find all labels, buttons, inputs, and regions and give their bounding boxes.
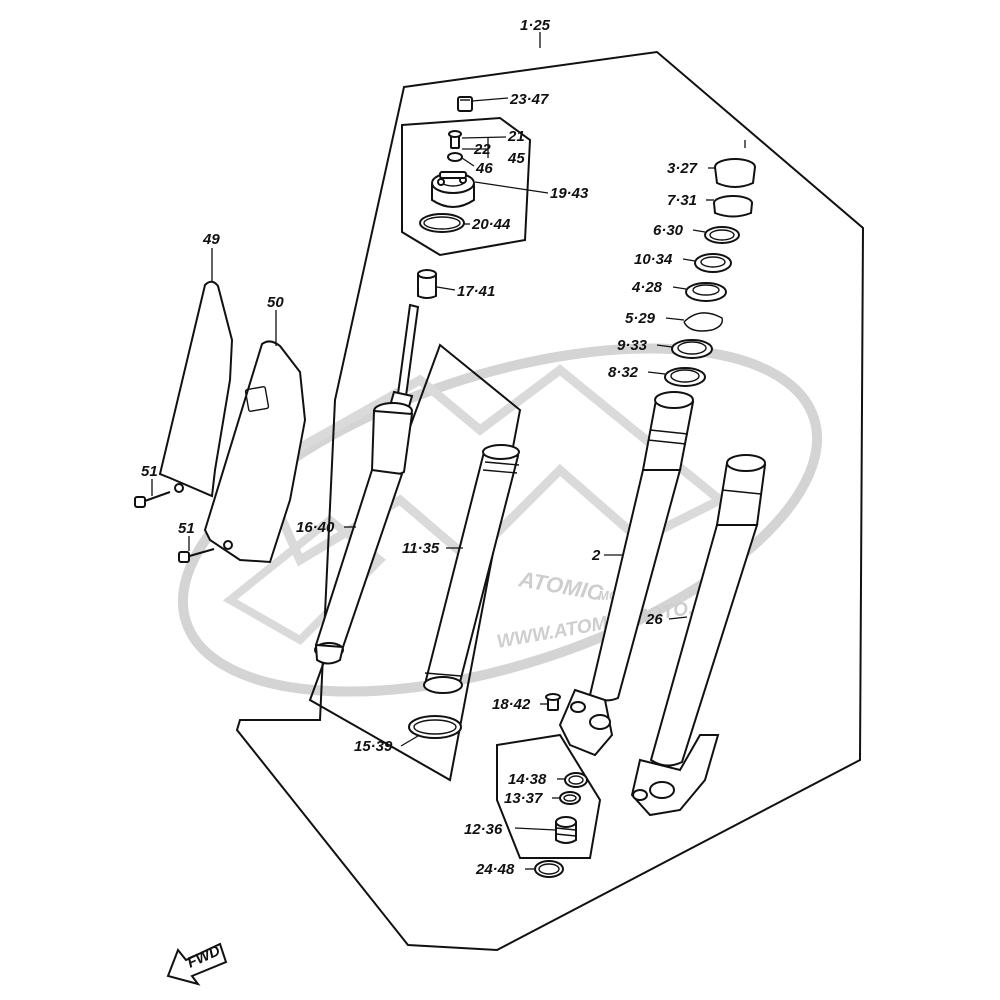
small-washer: [447, 152, 463, 162]
label-screw-upper: 51: [141, 463, 158, 480]
label-guard-front: 50: [267, 294, 284, 311]
fork-leg-right: [630, 454, 767, 817]
fork-guard-rear: [158, 280, 234, 498]
label-guard-rear: 49: [202, 231, 220, 248]
label-inner-tube-left: 2: [591, 547, 601, 564]
label-spacer: 17·41: [457, 283, 495, 300]
bleed-bolt: [545, 693, 561, 711]
seal-stack: [664, 158, 756, 387]
spacer: [417, 269, 437, 299]
label-oil-seal: 4·28: [631, 279, 663, 296]
label-assy: 1·25: [520, 17, 551, 34]
guard-screw-upper: [134, 491, 171, 508]
fork-spring: [423, 444, 520, 694]
watermark-brand: ATOMIC: [516, 566, 606, 606]
label-washer-b: 10·34: [634, 251, 673, 268]
label-cap-oring: 20·44: [471, 216, 511, 233]
label-cap-assy: 19·43: [550, 185, 589, 202]
fork-leg-left: [558, 391, 695, 757]
guard-screw-lower: [178, 548, 215, 563]
bottom-oring: [534, 860, 564, 878]
label-gasket-a: 14·38: [508, 771, 547, 788]
damper-rod: [314, 303, 420, 665]
label-screw-lower: 51: [178, 520, 195, 537]
label-gasket-b: 13·37: [504, 790, 543, 807]
label-damper-rod: 16·40: [296, 519, 335, 536]
label-screw-a: 21: [507, 128, 525, 145]
label-bushing-b: 7·31: [667, 192, 697, 209]
label-washer-a: 6·30: [653, 222, 684, 239]
fork-guard-front: [203, 340, 307, 564]
label-dust-seal-a: 9·33: [617, 337, 648, 354]
label-oring-small: 46: [475, 160, 493, 177]
drain-bolt: [555, 816, 577, 844]
label-spring: 11·35: [402, 540, 440, 557]
adjuster-screw: [448, 130, 462, 149]
cap-oring: [419, 213, 465, 233]
fork-cap: [431, 171, 475, 208]
label-cap-bolt: 23·47: [509, 91, 549, 108]
label-dust-seal-b: 8·32: [608, 364, 639, 381]
cap-bolt: [457, 96, 473, 112]
assembly-frame: [235, 32, 865, 952]
leader-lines: [151, 97, 716, 870]
label-bottom-oring: 24·48: [475, 861, 515, 878]
spring-oring: [408, 715, 462, 739]
label-bushing-a: 3·27: [667, 160, 698, 177]
label-stopper-ring: 5·29: [625, 310, 656, 327]
label-bleed-bolt: 18·42: [492, 696, 531, 713]
gasket-upper: [564, 772, 588, 788]
fwd-arrow-icon: [166, 942, 228, 986]
label-screw-b: 45: [507, 150, 525, 167]
gasket-lower: [559, 791, 581, 805]
part-labels: 1·25 23·47 21 22 45 46 19·43 20·44 17·41…: [141, 17, 698, 878]
label-washer: 22: [473, 141, 491, 158]
label-inner-tube-right: 26: [645, 611, 663, 628]
label-spring-oring: 15·39: [354, 738, 393, 755]
label-drain-bolt: 12·36: [464, 821, 503, 838]
